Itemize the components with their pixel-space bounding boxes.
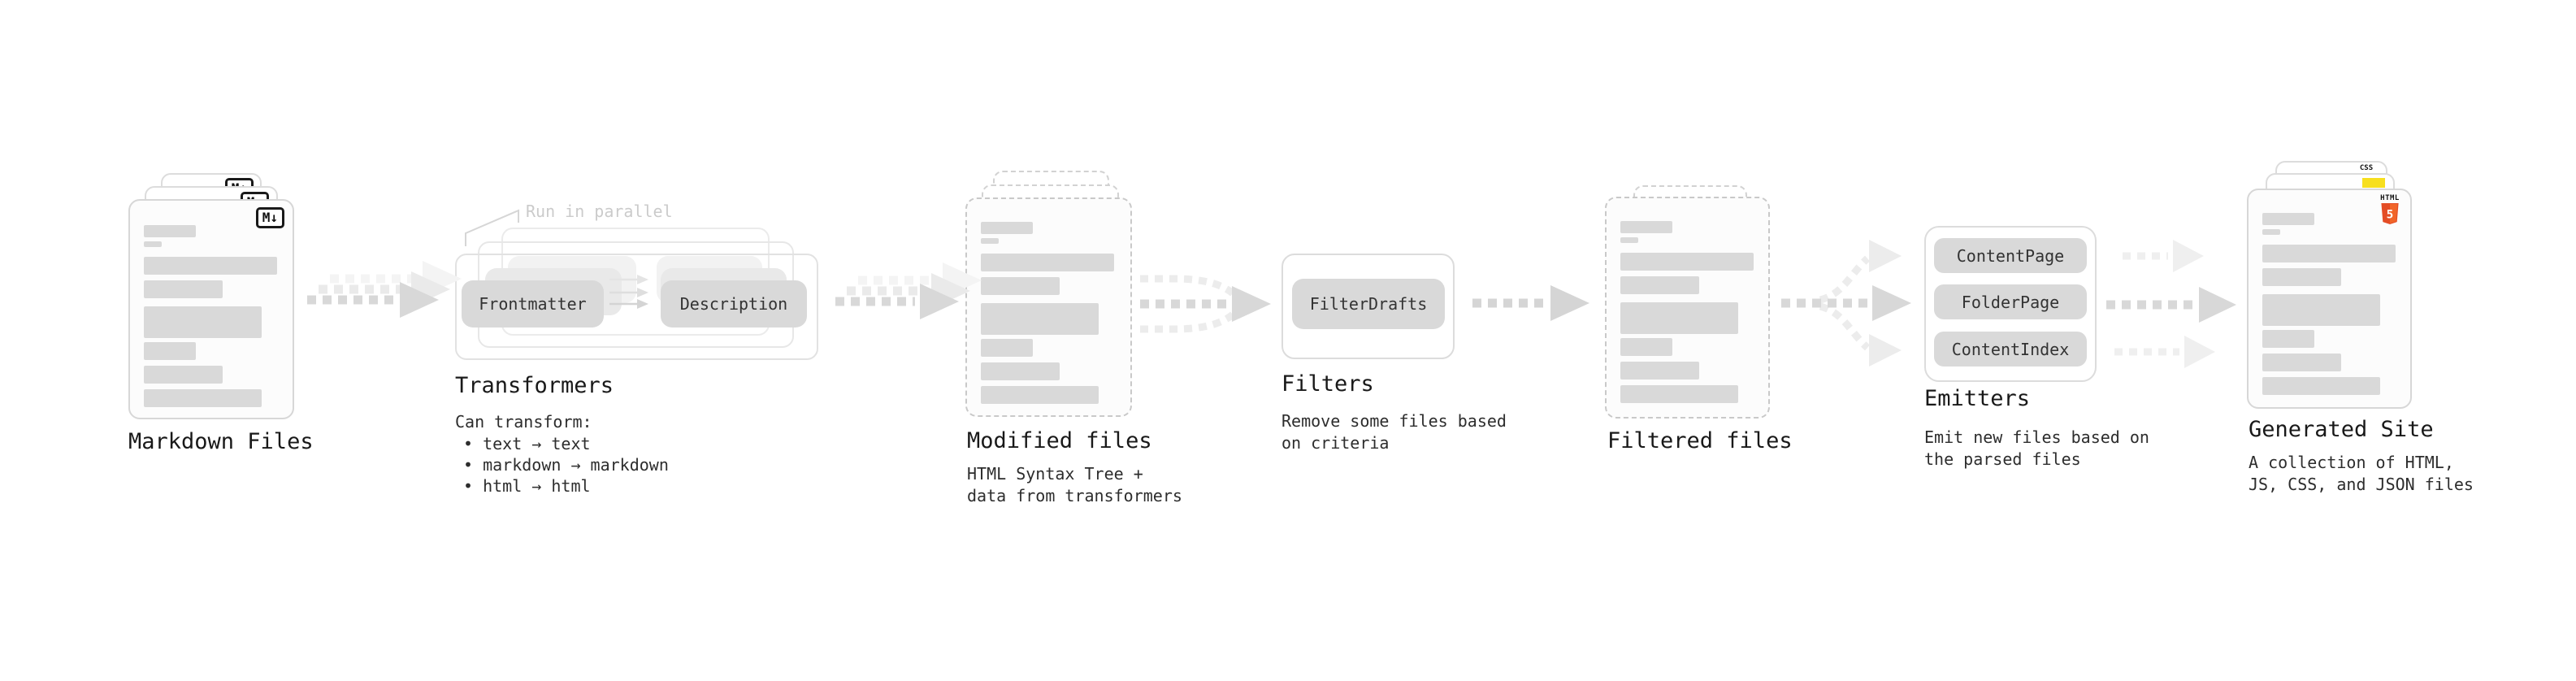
modified-file-card-front [965,197,1132,417]
generated-site-desc: A collection of HTML, JS, CSS, and JSON … [2249,453,2474,494]
svg-text:5: 5 [2387,208,2394,221]
placeholder-bar [1620,253,1754,271]
placeholder-bar [981,238,999,244]
placeholder-bar [2262,268,2341,286]
filtered-files-title: Filtered files [1607,428,1793,453]
arrows-emitters-to-generated [2106,240,2236,368]
filters-title: Filters [1281,371,1374,397]
run-in-parallel-annotation: Run in parallel [526,202,673,221]
description-pill: Description [661,280,807,327]
placeholder-bar [1620,276,1699,294]
placeholder-bar [144,306,262,338]
placeholder-bar [2262,294,2380,326]
modified-files-title: Modified files [967,428,1152,453]
transformer-box-front [455,254,818,360]
placeholder-bar [2262,213,2314,225]
html5-icon: HTML 5 [2379,195,2400,224]
filterdrafts-pill: FilterDrafts [1292,279,1445,329]
doc-content-placeholder [144,225,277,407]
markdown-file-card-front: M↓ [128,199,294,419]
contentindex-pill: ContentIndex [1934,332,2087,367]
placeholder-bar [1620,302,1738,334]
placeholder-bar [144,225,196,237]
placeholder-bar [981,277,1060,295]
placeholder-bar [144,280,223,298]
placeholder-bar [1620,221,1672,233]
placeholder-bar [1620,338,1672,356]
markdown-icon: M↓ [255,207,284,228]
placeholder-bar [1620,237,1638,243]
arrow-modified-to-filters-merge [1140,275,1271,333]
doc-content-placeholder [1620,221,1754,403]
doc-content-placeholder [2262,213,2396,395]
placeholder-bar [981,222,1033,234]
emitters-desc: Emit new files based on the parsed files [1924,427,2149,469]
transformers-desc-heading: Can transform: [455,412,592,432]
filters-desc: Remove some files based on criteria [1281,411,1507,453]
placeholder-bar [2262,377,2380,395]
arrow-filters-to-filtered [1472,285,1589,321]
placeholder-bar [981,339,1033,357]
arrow-filtered-to-emitters-split [1781,240,1911,367]
placeholder-bar [981,303,1099,335]
placeholder-bar [144,366,223,384]
filtered-file-card-front [1605,197,1770,419]
placeholder-bar [2262,229,2280,235]
doc-content-placeholder [981,222,1114,404]
placeholder-bar [981,362,1060,380]
placeholder-bar [144,342,196,360]
generated-site-title: Generated Site [2249,417,2434,442]
contentpage-pill: ContentPage [1934,238,2087,273]
arrow-transformers-to-modified [835,262,982,319]
arrow-markdown-to-transformers [307,261,462,318]
placeholder-bar [1620,385,1738,403]
js-icon [2362,178,2385,188]
placeholder-bar [144,241,162,247]
placeholder-bar [144,257,277,275]
placeholder-bar [981,386,1099,404]
placeholder-bar [144,389,262,407]
transformers-title: Transformers [455,373,614,398]
placeholder-bar [1620,362,1699,380]
placeholder-bar [2262,245,2396,262]
transformers-bullet-3: • html → html [463,476,591,496]
placeholder-bar [981,254,1114,271]
placeholder-bar [2262,354,2341,371]
html-file-card: HTML 5 [2247,189,2412,409]
transformers-bullet-1: • text → text [463,434,591,453]
markdown-files-title: Markdown Files [128,429,314,454]
placeholder-bar [2262,330,2314,348]
emitters-title: Emitters [1924,386,2031,411]
frontmatter-pill: Frontmatter [462,280,604,327]
folderpage-pill: FolderPage [1934,284,2087,319]
modified-files-desc: HTML Syntax Tree + data from transformer… [967,464,1182,505]
transformers-bullet-2: • markdown → markdown [463,455,669,475]
